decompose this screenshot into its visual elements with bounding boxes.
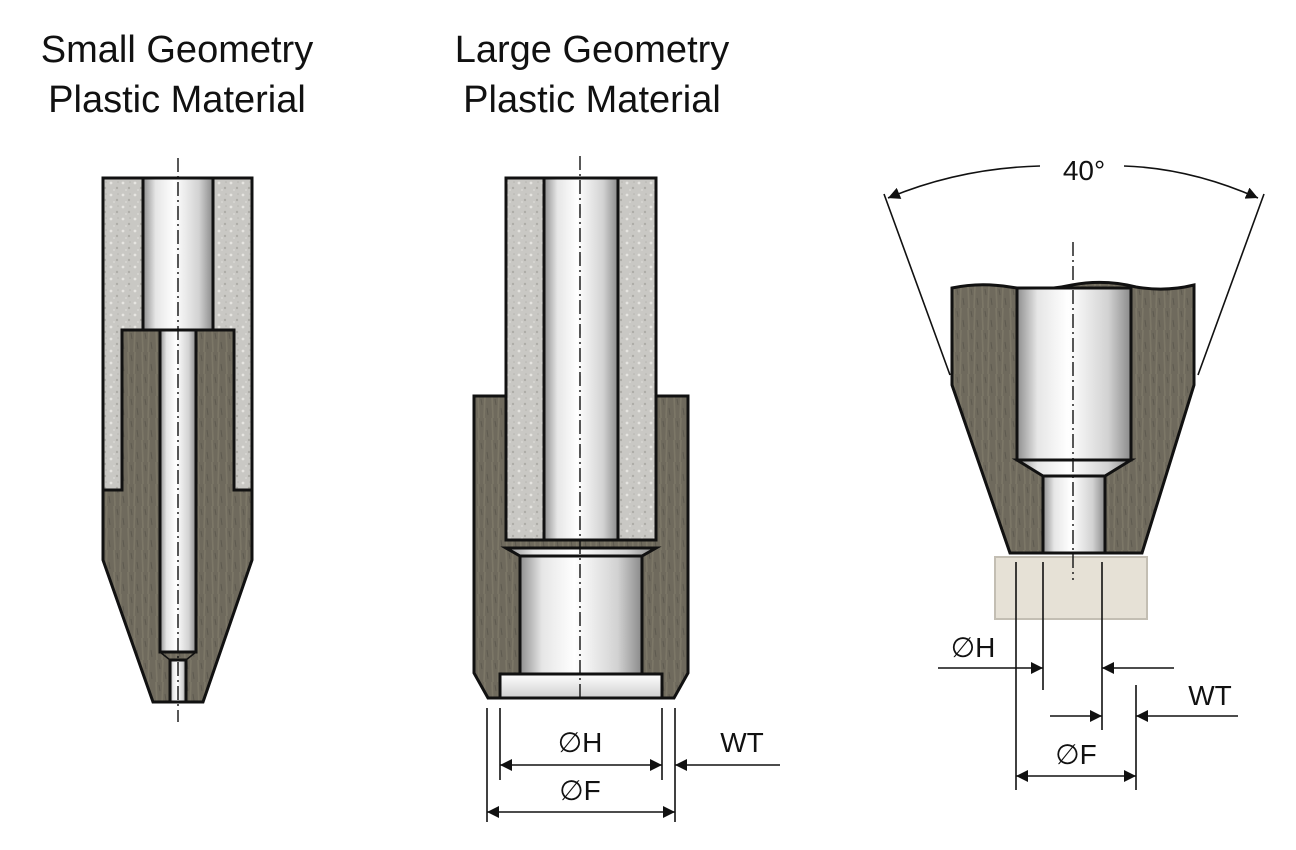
detail-orifice xyxy=(1041,474,1107,555)
large-tip-rim xyxy=(498,672,664,700)
detail-angle-label: 40° xyxy=(1063,155,1105,186)
large-main-bore xyxy=(542,176,620,542)
detail-angle-line-right xyxy=(1197,193,1265,376)
small-geometry-diagram: Small Geometry Plastic Material xyxy=(41,29,313,722)
detail-angle-line-left xyxy=(883,193,951,376)
large-dim-wt-label: WT xyxy=(720,727,764,758)
large-dim-h-label: ∅H xyxy=(558,727,603,758)
large-geometry-diagram: Large Geometry Plastic Material ∅H ∅F WT xyxy=(455,29,780,822)
small-title-line2: Plastic Material xyxy=(48,79,306,121)
large-title-line1: Large Geometry xyxy=(455,29,730,71)
detail-angle-arc-left xyxy=(887,165,1041,199)
small-title-line1: Small Geometry xyxy=(41,29,313,71)
large-dim-f-label: ∅F xyxy=(559,775,601,806)
detail-upper-bore xyxy=(1015,286,1133,462)
large-title-line2: Plastic Material xyxy=(463,79,721,121)
detail-dim-f-label: ∅F xyxy=(1055,739,1097,770)
detail-dim-wt-label: WT xyxy=(1188,680,1232,711)
tip-detail-diagram: 40° ∅H WT ∅F xyxy=(883,155,1265,790)
detail-angle-arc-right xyxy=(1123,165,1259,199)
detail-melt-plate xyxy=(994,556,1148,620)
large-lower-chamber xyxy=(518,554,644,676)
detail-dim-h-label: ∅H xyxy=(951,632,996,663)
